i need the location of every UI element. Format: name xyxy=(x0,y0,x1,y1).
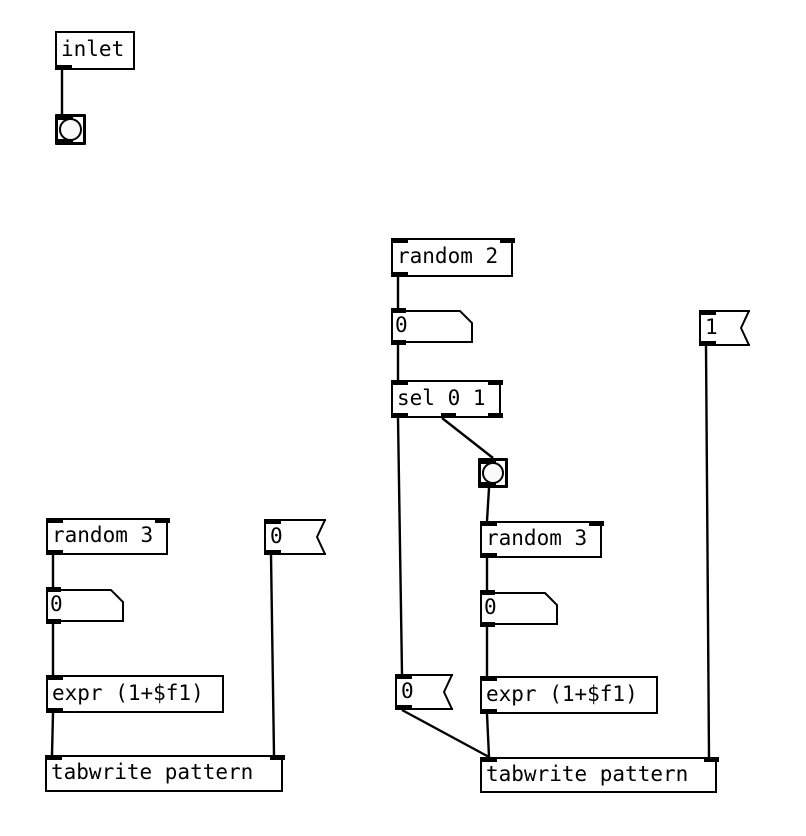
outlet-nub[interactable] xyxy=(482,553,497,558)
patch-cord[interactable] xyxy=(485,713,491,758)
message-label: 1 xyxy=(705,314,718,339)
object-box-expr-L[interactable]: expr (1+$f1) xyxy=(46,675,224,713)
number-box-num-L[interactable]: 0 xyxy=(46,587,124,624)
outlet-nub[interactable] xyxy=(397,705,412,710)
inlet-nub[interactable] xyxy=(393,238,408,243)
object-box-sel01[interactable]: sel 0 1 xyxy=(391,380,503,418)
inlet-nub[interactable] xyxy=(393,380,408,385)
message-flag-edge-icon xyxy=(736,310,750,346)
outlet-nub[interactable] xyxy=(480,622,495,627)
outlet-nub[interactable] xyxy=(393,413,408,418)
object-label: random 3 xyxy=(52,523,154,547)
inlet-nub[interactable] xyxy=(481,459,496,464)
message-label: 0 xyxy=(270,523,283,548)
inlet-nub[interactable] xyxy=(482,676,497,681)
object-box-inlet[interactable]: inlet xyxy=(55,31,135,70)
patch-cord[interactable] xyxy=(441,417,494,459)
message-box-msg-zero-R[interactable]: 0 xyxy=(395,674,453,710)
inlet-nub[interactable] xyxy=(488,380,503,385)
patch-cord[interactable] xyxy=(269,554,276,756)
message-flag-edge-icon xyxy=(312,519,326,555)
outlet-nub[interactable] xyxy=(57,65,72,70)
outlet-nub[interactable] xyxy=(481,482,496,487)
bang-button[interactable] xyxy=(55,114,86,145)
patch-cord[interactable] xyxy=(396,417,404,675)
bang-button[interactable] xyxy=(478,458,508,488)
outlet-nub[interactable] xyxy=(48,708,63,713)
message-flag-edge-icon xyxy=(439,674,453,710)
object-box-tabwrite-L[interactable]: tabwrite pattern xyxy=(45,755,285,792)
object-label: tabwrite pattern xyxy=(51,760,254,784)
inlet-nub[interactable] xyxy=(58,115,73,120)
inlet-nub[interactable] xyxy=(500,238,515,243)
inlet-nub[interactable] xyxy=(155,518,170,523)
outlet-nub[interactable] xyxy=(701,341,716,346)
inlet-nub[interactable] xyxy=(704,757,719,762)
inlet-nub[interactable] xyxy=(48,675,63,680)
patch-cord[interactable] xyxy=(401,708,490,759)
outlet-nub[interactable] xyxy=(441,413,456,418)
object-box-expr-R[interactable]: expr (1+$f1) xyxy=(480,676,658,714)
inlet-nub[interactable] xyxy=(589,521,604,526)
patch-cord[interactable] xyxy=(50,712,55,756)
inlet-nub[interactable] xyxy=(47,755,62,760)
object-label: random 2 xyxy=(397,244,499,268)
inlet-nub[interactable] xyxy=(46,587,61,592)
object-label: expr (1+$f1) xyxy=(52,680,204,705)
object-label: random 3 xyxy=(486,526,588,550)
outlet-nub[interactable] xyxy=(488,413,503,418)
bang-circle-icon xyxy=(59,118,82,141)
message-box-msg-zero-L[interactable]: 0 xyxy=(264,519,326,555)
outlet-nub[interactable] xyxy=(48,550,63,555)
bang-circle-icon xyxy=(482,462,504,484)
outlet-nub[interactable] xyxy=(393,272,408,277)
number-box-num-r2[interactable]: 0 xyxy=(391,308,473,345)
inlet-nub[interactable] xyxy=(48,518,63,523)
object-box-random2[interactable]: random 2 xyxy=(391,238,515,277)
object-box-tabwrite-R[interactable]: tabwrite pattern xyxy=(480,757,719,793)
object-label: tabwrite pattern xyxy=(486,761,689,786)
number-label: 0 xyxy=(50,592,63,616)
object-label: inlet xyxy=(61,37,125,61)
outlet-nub[interactable] xyxy=(58,139,73,144)
outlet-nub[interactable] xyxy=(46,619,61,624)
number-label: 0 xyxy=(484,595,497,619)
inlet-nub[interactable] xyxy=(480,590,495,595)
outlet-nub[interactable] xyxy=(482,709,497,714)
patch-cord[interactable] xyxy=(485,487,491,522)
outlet-nub[interactable] xyxy=(391,340,406,345)
object-label: sel 0 1 xyxy=(397,385,486,410)
inlet-nub[interactable] xyxy=(482,521,497,526)
inlet-nub[interactable] xyxy=(391,308,406,313)
inlet-nub[interactable] xyxy=(266,519,281,524)
inlet-nub[interactable] xyxy=(397,674,412,679)
patch-cord[interactable] xyxy=(704,345,711,758)
inlet-nub[interactable] xyxy=(701,310,716,315)
inlet-nub[interactable] xyxy=(270,755,285,760)
inlet-nub[interactable] xyxy=(482,757,497,762)
message-box-msg-one[interactable]: 1 xyxy=(699,310,750,346)
message-label: 0 xyxy=(401,678,414,703)
object-box-random3-L[interactable]: random 3 xyxy=(46,518,170,555)
object-label: expr (1+$f1) xyxy=(486,681,638,706)
number-label: 0 xyxy=(395,313,408,337)
outlet-nub[interactable] xyxy=(266,550,281,555)
object-box-random3-R[interactable]: random 3 xyxy=(480,521,604,558)
number-box-num-R[interactable]: 0 xyxy=(480,590,558,627)
